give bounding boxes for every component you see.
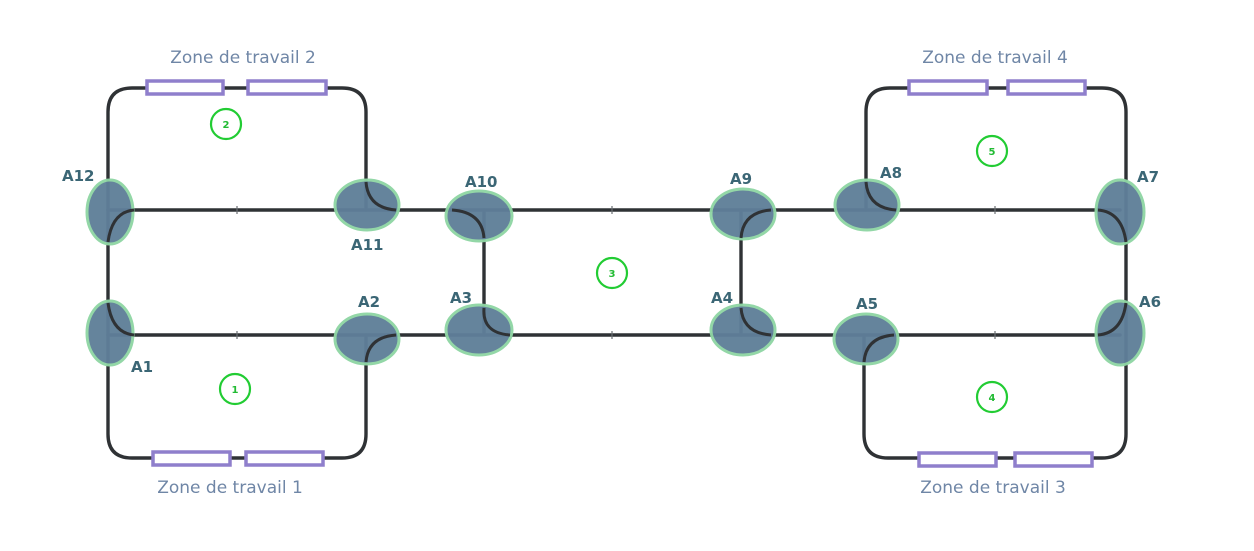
area-marker-3: 3: [595, 256, 629, 290]
label-a7: A7: [1137, 168, 1159, 186]
area-markers: 2 1 3 5 4: [209, 107, 1009, 414]
track-right-top-loop: [864, 86, 1128, 212]
label-a4: A4: [711, 289, 733, 307]
label-a2: A2: [358, 293, 380, 311]
label-a10: A10: [465, 173, 497, 191]
svg-text:4: 4: [989, 393, 996, 404]
area-marker-4: 4: [975, 380, 1009, 414]
label-a1: A1: [131, 358, 153, 376]
switch-a8[interactable]: [833, 178, 901, 232]
label-a11: A11: [351, 236, 383, 254]
work-zone-1-platform-left: [151, 450, 232, 467]
switch-a10[interactable]: [444, 189, 514, 243]
label-a5: A5: [856, 295, 878, 313]
work-zone-4-platform-left: [907, 79, 989, 96]
zone-label-1: Zone de travail 1: [157, 478, 303, 498]
label-a3: A3: [450, 289, 472, 307]
label-a8: A8: [880, 164, 902, 182]
zone-label-3: Zone de travail 3: [920, 478, 1066, 498]
switch-a7[interactable]: [1094, 178, 1146, 246]
switches: [85, 178, 1146, 367]
switch-a4[interactable]: [709, 303, 777, 357]
svg-text:1: 1: [232, 385, 239, 396]
switch-a6[interactable]: [1094, 299, 1146, 367]
switch-a9[interactable]: [709, 187, 777, 241]
svg-text:5: 5: [989, 147, 996, 158]
switch-a5[interactable]: [832, 312, 900, 366]
switch-a12[interactable]: [85, 178, 135, 246]
switch-labels: A12 A1 A11 A2 A10 A3 A9 A4 A8 A5 A7 A6: [62, 164, 1161, 376]
work-zone-2-platform-right: [246, 79, 328, 96]
area-marker-2: 2: [209, 107, 243, 141]
label-a9: A9: [730, 170, 752, 188]
label-a6: A6: [1139, 293, 1161, 311]
work-zone-4-platform-right: [1006, 79, 1087, 96]
work-zone-platforms: [145, 79, 1094, 468]
track-segment-ticks: [236, 206, 996, 339]
switch-a3[interactable]: [444, 303, 514, 357]
track-left-top-loop: [106, 86, 368, 212]
area-marker-5: 5: [975, 134, 1009, 168]
work-zone-3-platform-right: [1013, 451, 1094, 468]
work-zone-2-platform-left: [145, 79, 225, 96]
zone-label-2: Zone de travail 2: [170, 48, 316, 68]
zone-label-4: Zone de travail 4: [922, 48, 1068, 68]
svg-text:2: 2: [223, 120, 230, 131]
label-a12: A12: [62, 167, 94, 185]
work-zone-3-platform-left: [917, 451, 998, 468]
switch-a2[interactable]: [333, 312, 401, 366]
work-zone-1-platform-right: [244, 450, 325, 467]
zone-labels: Zone de travail 2 Zone de travail 1 Zone…: [157, 48, 1068, 498]
svg-text:3: 3: [609, 269, 616, 280]
switch-a11[interactable]: [333, 178, 401, 232]
switch-a1[interactable]: [85, 299, 135, 367]
area-marker-1: 1: [218, 372, 252, 406]
track-left-bottom-loop: [106, 333, 368, 460]
